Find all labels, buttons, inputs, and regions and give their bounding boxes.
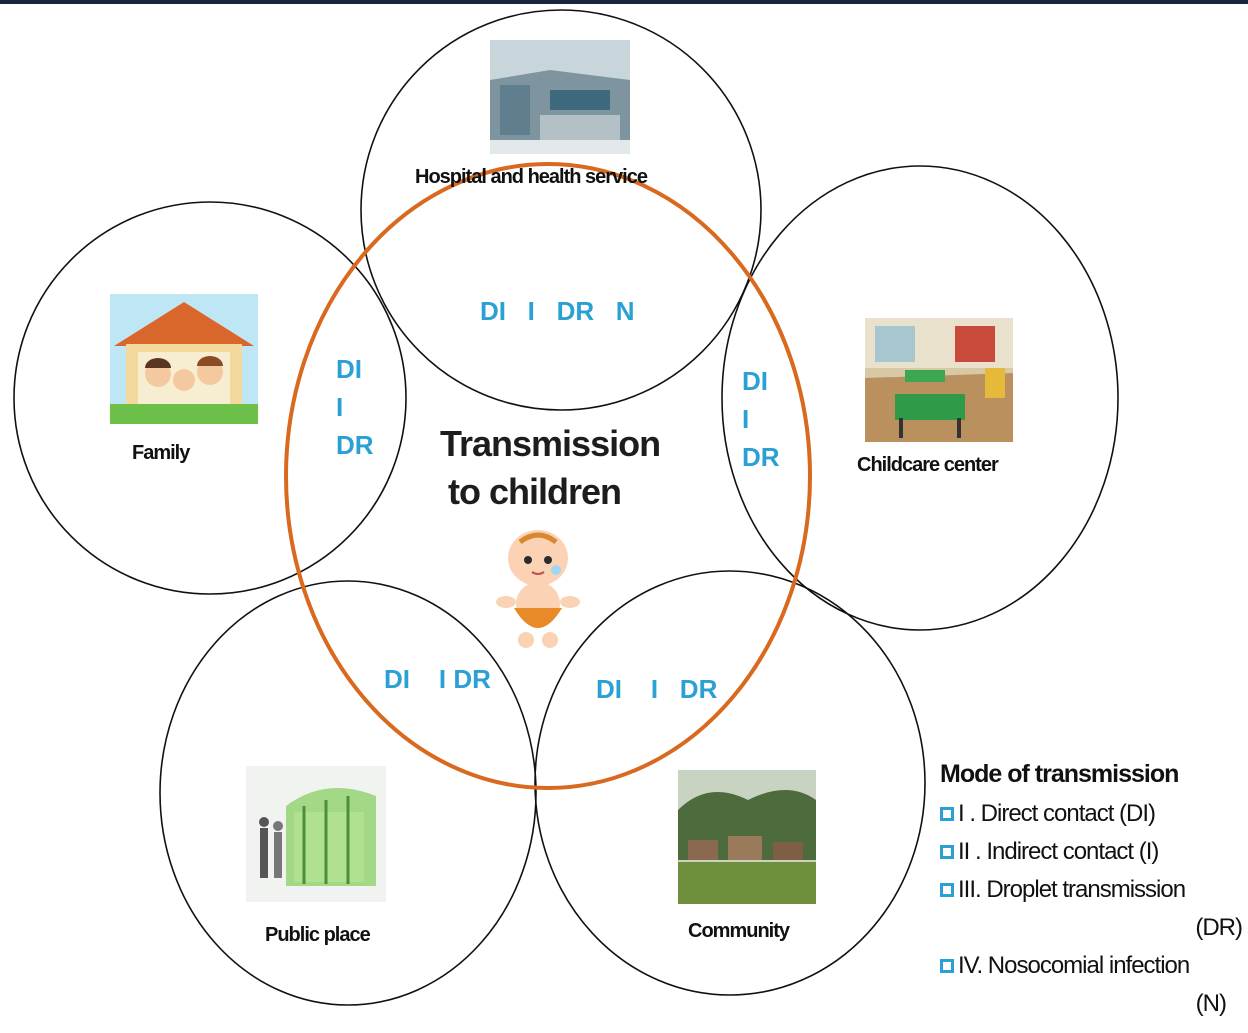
center-circle: [284, 162, 812, 790]
legend-item-nosocomial: IV. Nosocomial infection (N): [940, 947, 1248, 1023]
legend-item-indirect: II . Indirect contact (I): [940, 833, 1248, 871]
community-label: Community: [688, 920, 790, 942]
public-place-codes: DI I DR: [384, 664, 491, 694]
legend: Mode of transmission I . Direct contact …: [940, 760, 1248, 1023]
legend-square-icon: [940, 807, 954, 821]
hospital-circle: [360, 9, 762, 411]
legend-square-icon: [940, 959, 954, 973]
childcare-code-dr: DR: [742, 442, 780, 472]
legend-item-text: II . Indirect contact (I): [958, 838, 1159, 865]
center-title-line2: to children: [448, 471, 622, 512]
family-code-di: DI: [336, 354, 362, 384]
baby-illustration: [496, 524, 580, 650]
community-circle: [534, 570, 926, 996]
family-house-illustration: [110, 294, 258, 424]
legend-item-droplet: III. Droplet transmission (DR): [940, 871, 1248, 947]
family-codes: DI I DR: [336, 350, 374, 464]
childcare-code-i: I: [742, 404, 750, 434]
legend-item-text: IV. Nosocomial infection: [958, 952, 1190, 979]
childcare-codes: DI I DR: [742, 362, 780, 476]
legend-item-text: III. Droplet transmission: [958, 876, 1186, 903]
family-label: Family: [132, 442, 190, 464]
childcare-label: Childcare center: [857, 454, 999, 476]
legend-square-icon: [940, 845, 954, 859]
community-codes: DI I DR: [596, 674, 718, 704]
childcare-code-di: DI: [742, 366, 768, 396]
village-photo: [678, 770, 816, 904]
legend-item-sub: (N): [1195, 990, 1227, 1017]
family-code-i: I: [336, 392, 344, 422]
center-title-line1: Transmission: [440, 423, 661, 464]
center-title: Transmission to children: [440, 420, 690, 516]
legend-item-sub: (DR): [1195, 914, 1243, 941]
legend-square-icon: [940, 883, 954, 897]
classroom-photo: [865, 318, 1013, 442]
family-circle: [13, 201, 407, 595]
public-place-label: Public place: [265, 924, 371, 946]
bus-shelter-illustration: [246, 766, 386, 902]
legend-item-direct: I . Direct contact (DI): [940, 795, 1248, 833]
legend-item-text: I . Direct contact (DI): [958, 800, 1156, 827]
legend-title: Mode of transmission: [940, 760, 1179, 788]
hospital-photo: [490, 40, 630, 154]
top-bar: [0, 0, 1248, 4]
family-code-dr: DR: [336, 430, 374, 460]
hospital-codes: DI I DR N: [480, 296, 635, 326]
hospital-label: Hospital and health service: [415, 166, 648, 188]
childcare-circle: [721, 165, 1119, 631]
